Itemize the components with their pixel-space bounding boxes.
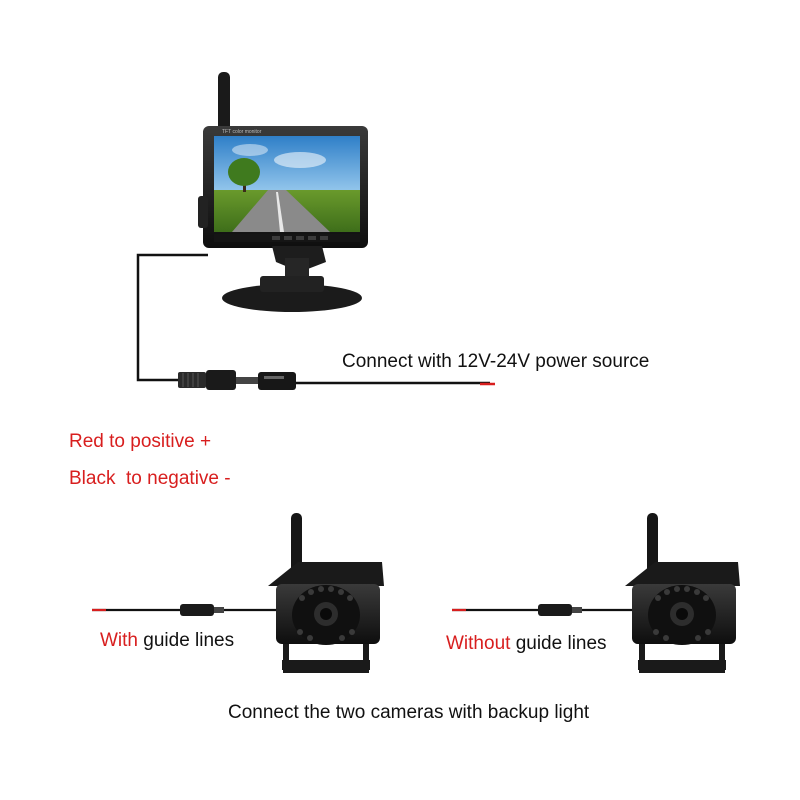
camera-right-highlight: Without — [446, 633, 511, 654]
camera-right — [452, 513, 740, 673]
power-cable — [136, 253, 490, 385]
camera-left — [92, 513, 384, 673]
camera-icon — [625, 513, 740, 673]
barrel-connector-icon — [178, 370, 296, 390]
camera-left-caption: With guide lines — [100, 631, 234, 650]
black-wire-label: Black to negative - — [69, 468, 231, 489]
monitor-brand-text: TFT color monitor — [222, 129, 262, 135]
red-wire-label: Red to positive + — [69, 431, 212, 452]
camera-icon — [268, 513, 384, 673]
camera-right-caption: Without guide lines — [446, 634, 607, 653]
camera-left-caption-rest: guide lines — [138, 630, 235, 651]
camera-right-caption-rest: guide lines — [510, 633, 607, 654]
monitor-screen — [214, 136, 360, 232]
monitor-icon: TFT color monitor — [198, 72, 368, 312]
monitor-antenna — [218, 72, 230, 142]
camera-left-highlight: With — [100, 630, 138, 651]
power-source-label: Connect with 12V-24V power source — [342, 351, 650, 372]
backup-light-label: Connect the two cameras with backup ligh… — [228, 702, 590, 723]
